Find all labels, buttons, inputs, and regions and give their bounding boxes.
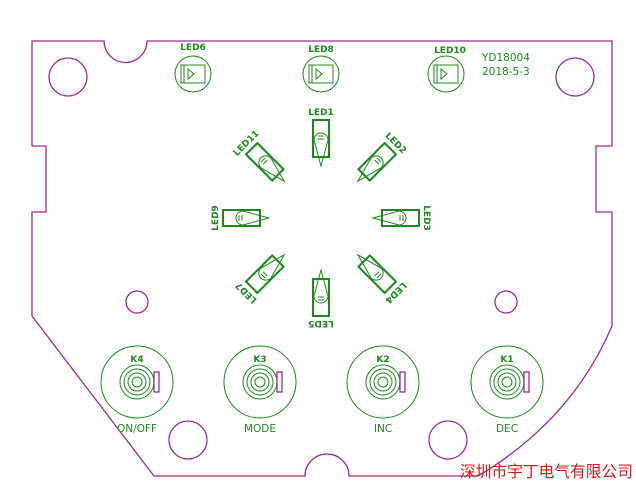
led-label: LED3 [421, 205, 431, 231]
mounting-hole [555, 57, 595, 97]
mounting-hole [494, 290, 518, 314]
button-ref: K3 [253, 355, 266, 365]
ring-led-led9: LED9 [211, 205, 271, 231]
led-label: LED10 [434, 46, 466, 56]
button-ref: K2 [376, 355, 389, 365]
mounting-hole [428, 420, 468, 460]
top-led-led10: LED10 [427, 46, 466, 93]
top-led-led8: LED8 [302, 45, 340, 93]
button-function-label: INC [374, 423, 392, 435]
led-label: LED9 [211, 205, 221, 231]
button-function-label: MODE [244, 423, 276, 435]
ring-led-led11: LED11 [232, 129, 286, 183]
led-label: LED1 [308, 108, 334, 118]
part-number: YD18004 [481, 52, 530, 64]
board-date: 2018-5-3 [482, 66, 530, 78]
board-outline [31, 40, 613, 477]
ring-led-led4: LED4 [356, 253, 408, 305]
button-function-label: ON/OFF [117, 423, 157, 435]
led-label: LED6 [180, 43, 206, 53]
top-led-led6: LED6 [174, 43, 212, 93]
button-function-label: DEC [496, 423, 518, 435]
ring-led-led1: LED1 [308, 108, 334, 168]
led-label: LED8 [308, 45, 334, 55]
mounting-hole [168, 420, 208, 460]
company-name: 深圳市宇丁电气有限公司 [460, 462, 633, 481]
mounting-hole [125, 290, 149, 314]
button-ref: K1 [500, 355, 513, 365]
mounting-hole [48, 57, 88, 97]
led-label: LED5 [308, 318, 334, 328]
ring-led-led5: LED5 [308, 268, 334, 328]
button-ref: K4 [130, 355, 143, 365]
ring-led-led3: LED3 [371, 205, 431, 231]
ring-led-led2: LED2 [356, 131, 408, 183]
ring-led-led7: LED7 [234, 253, 286, 305]
